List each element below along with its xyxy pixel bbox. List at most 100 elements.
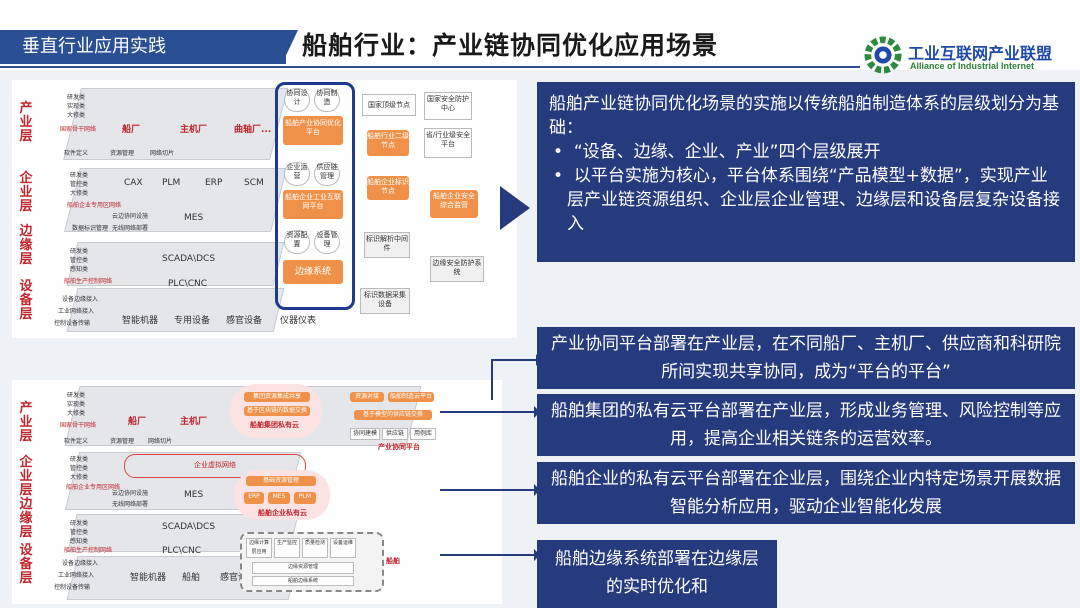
enterprise-sub: 无线网络部署: [112, 225, 149, 232]
national-node: 国家顶级节点: [362, 94, 416, 116]
enterprise-sub: 数据标识管理: [72, 225, 109, 232]
edge-module: 边缘计算层应用: [246, 538, 272, 558]
edge-network: 船舶生产控制网络: [64, 278, 113, 285]
device-sensor: 感官设备: [226, 316, 263, 326]
industry-node-engine: 主机厂: [180, 417, 208, 427]
device-ship: 船舶: [182, 573, 201, 583]
enterprise-item: 管控类: [70, 181, 89, 188]
edge-module: 生产监控: [274, 538, 300, 558]
page-title: 船舶行业：产业链协同优化应用场景: [302, 31, 719, 60]
alliance-logo-text: 工业互联网产业联盟: [908, 44, 1053, 63]
industry-node-shipyard: 船厂: [122, 125, 141, 135]
device-sensor: 感官设备: [220, 573, 257, 583]
platform-sub: 用例库: [410, 428, 436, 440]
device-smart-machine: 智能机器: [130, 573, 167, 583]
callout-group-cloud: 船舶集团的私有云平台部署在产业层，形成业务管理、风险控制等应用，提高企业相关链条…: [537, 394, 1075, 456]
enterprise-network: 船舶企业专用区网络: [66, 484, 121, 491]
provincial-security: 省/行业级安全平台: [424, 128, 472, 158]
industry-item: 实现类: [67, 103, 86, 110]
enterprise-network: 船舶企业专用区网络: [67, 202, 122, 209]
device-sub: 设备边缘接入: [62, 560, 99, 567]
circle-operation: 企业运营: [284, 162, 310, 186]
edge-item: 感知类: [70, 266, 89, 273]
device-smart-machine: 智能机器: [122, 316, 159, 326]
top-arrow-icon: [500, 186, 530, 230]
edge-module: 设备运维: [330, 538, 356, 558]
edge-module: 边缘资源管理: [252, 562, 354, 574]
id-middleware: 标识解析中间件: [364, 232, 410, 258]
edge-security-system: 边缘安全防护系统: [430, 256, 484, 282]
edge-network: 船舶生产控制网络: [64, 547, 113, 554]
industry-node-engine: 主机厂: [180, 125, 208, 135]
platform-item: 船舶制造云平台: [388, 392, 434, 402]
callout-edge-system: 船舶边缘系统部署在边缘层 的实时优化和: [537, 540, 777, 608]
alliance-logo-english: Alliance of Industrial Internet: [910, 61, 1035, 71]
industry-sub: 网络切片: [150, 150, 175, 157]
vpn-label: 企业虚拟网络: [194, 461, 236, 469]
layer-label-industry: 产业层: [19, 401, 33, 444]
edge-node-scada: SCADA\DCS: [162, 522, 216, 532]
device-sub: 控制设备传输: [54, 320, 91, 327]
id-collection-device: 标识数据采集设备: [360, 288, 410, 314]
edge-item: 管控类: [70, 257, 89, 264]
enterprise-platform-box: 船舶企业工业互联网平台: [283, 190, 343, 219]
layer-label-edge: 边缘层: [19, 497, 33, 540]
layer-label-industry: 产业层: [19, 101, 33, 144]
main-callout-bullet: • 以平台实施为核心，平台体系围绕“产品模型+数据”，实现产业层产业链资源组织、…: [553, 166, 1060, 234]
layer-label-device: 设备层: [19, 543, 33, 586]
industry-sub: 资源管理: [110, 438, 135, 445]
callout-industry-platform: 产业协同平台部署在产业层，在不同船厂、主机厂、供应商和科研院所间实现共享协同，成…: [537, 327, 1075, 389]
enterprise-node-scm: SCM: [244, 178, 264, 188]
industry-item: 大修类: [67, 112, 86, 119]
circle-resource: 资源配置: [284, 230, 310, 254]
alliance-gear-logo-icon: [864, 36, 902, 74]
enterprise-item: 管控类: [70, 465, 89, 472]
vpn-ellipse: [124, 454, 306, 478]
enterprise-node-cax: CAX: [124, 178, 143, 188]
platform-item: 基于模型的供应链交换: [354, 410, 432, 420]
layer-label-enterprise: 企业层: [19, 455, 33, 498]
enterprise-cloud-item: 基础资源管理: [246, 476, 316, 486]
industry-item: 大修类: [67, 410, 86, 417]
bottom-architecture-diagram: 产业层 企业层 边缘层 设备层 研发类 实现类 大修类 国家骨干网络 船厂 主机…: [12, 380, 502, 604]
device-sub: 设备边缘接入: [62, 296, 99, 303]
enterprise-cloud-item: ERP: [244, 492, 264, 504]
callout-enterprise-cloud: 船舶企业的私有云平台部署在企业层，围绕企业内特定场景开展数据智能分析应用，驱动企…: [537, 462, 1075, 524]
main-callout-intro: 船舶产业链协同优化场景的实施以传统船舶制造体系的层级划分为基础：: [549, 94, 1059, 138]
platform-column-outline: [275, 82, 355, 310]
enterprise-sub: 无线网络部署: [112, 501, 149, 508]
enterprise-cloud-item: MES: [268, 492, 290, 504]
industry-network: 国家骨干网络: [60, 126, 97, 133]
group-cloud-item: 基于区块链的数据交换: [244, 406, 310, 416]
enterprise-node-plm: PLM: [162, 178, 181, 188]
layer-label-edge: 边缘层: [19, 224, 33, 267]
group-cloud-item: 集团资源集成共享: [244, 392, 310, 402]
section-tab-notch: [282, 30, 298, 64]
circle-co-manufacture: 协同制造: [314, 88, 340, 112]
ship-label: 船舶: [386, 557, 400, 565]
main-callout-bullet: • “设备、边缘、企业、产业”四个层级展开: [553, 142, 881, 162]
industry-network: 国家骨干网络: [60, 422, 97, 429]
industry-sub: 软件定义: [64, 438, 89, 445]
enterprise-id-node: 船舶企业标识节点: [367, 176, 409, 200]
layer-label-device: 设备层: [19, 279, 33, 322]
industry-node-shipyard: 船厂: [128, 417, 147, 427]
device-sub: 工业网络接入: [58, 308, 95, 315]
device-sub: 控制设备传输: [54, 584, 91, 591]
edge-item: 管控类: [70, 529, 89, 536]
main-callout: 船舶产业链协同优化场景的实施以传统船舶制造体系的层级划分为基础： • “设备、边…: [537, 82, 1075, 262]
industry-sub: 软件定义: [64, 150, 89, 157]
enterprise-item: 大修类: [70, 474, 89, 481]
enterprise-sub: 云边协同设施: [112, 213, 149, 220]
section-tab: 垂直行业应用实践: [0, 30, 286, 64]
layer-label-enterprise: 企业层: [19, 171, 33, 214]
enterprise-node-erp: ERP: [205, 178, 223, 188]
device-sub: 工业网络接入: [58, 572, 95, 579]
national-security-center: 国家安全防护中心: [424, 92, 472, 120]
industry-sub: 资源管理: [110, 150, 135, 157]
top-architecture-diagram: 产业层 企业层 边缘层 设备层 研发类 实现类 大修类 国家骨干网络 船厂 主机…: [12, 80, 517, 338]
title-rule: [0, 66, 860, 68]
enterprise-security: 船舶企业安全综合监管: [430, 190, 478, 218]
enterprise-cloud-label: 船舶企业私有云: [258, 509, 307, 517]
group-cloud-label: 船舶集团私有云: [250, 421, 299, 429]
